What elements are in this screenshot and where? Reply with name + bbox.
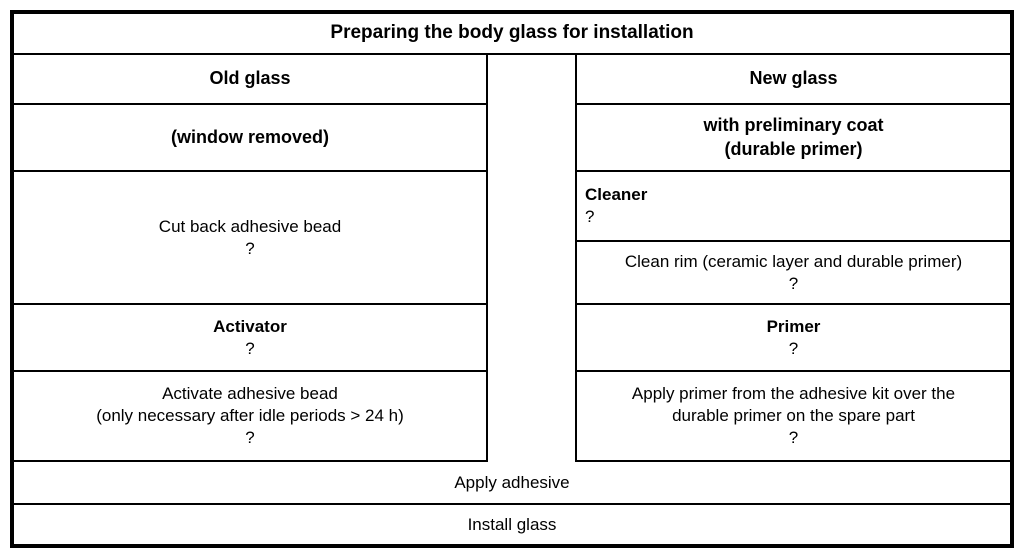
step-activate-adhesive-bead-line1: Activate adhesive bead bbox=[162, 384, 338, 404]
column-subtitle-new-glass: with preliminary coat (durable primer) bbox=[575, 105, 1010, 172]
column-header-old-glass-label: Old glass bbox=[209, 68, 291, 89]
step-primer-marker: ? bbox=[788, 338, 799, 358]
column-header-old-glass: Old glass bbox=[14, 55, 488, 105]
step-clean-rim[interactable]: Clean rim (ceramic layer and durable pri… bbox=[575, 242, 1010, 305]
step-cut-back-adhesive-bead-marker: ? bbox=[245, 238, 255, 258]
step-apply-primer-line2: durable primer on the spare part bbox=[672, 406, 915, 426]
step-apply-primer[interactable]: Apply primer from the adhesive kit over … bbox=[575, 372, 1010, 462]
step-cleaner-marker: ? bbox=[585, 207, 595, 226]
diagram-frame: Preparing the body glass for installatio… bbox=[10, 10, 1014, 548]
step-clean-rim-marker: ? bbox=[788, 273, 799, 293]
column-subtitle-new-glass-line1: with preliminary coat bbox=[703, 115, 884, 136]
step-install-glass-text: Install glass bbox=[467, 514, 557, 534]
column-header-new-glass: New glass bbox=[575, 55, 1010, 105]
column-subtitle-old-glass-label: (window removed) bbox=[170, 126, 329, 147]
column-subtitle-new-glass-line2: (durable primer) bbox=[724, 138, 863, 159]
step-activate-adhesive-bead-line2: (only necessary after idle periods > 24 … bbox=[96, 406, 404, 426]
step-activate-adhesive-bead[interactable]: Activate adhesive bead (only necessary a… bbox=[14, 372, 488, 462]
column-header-new-glass-label: New glass bbox=[749, 68, 838, 89]
diagram-title-cell: Preparing the body glass for installatio… bbox=[14, 14, 1010, 55]
step-cut-back-adhesive-bead-text: Cut back adhesive bead bbox=[158, 216, 342, 236]
step-activator-text: Activator bbox=[213, 316, 287, 336]
step-apply-adhesive[interactable]: Apply adhesive bbox=[14, 462, 1010, 505]
step-apply-primer-marker: ? bbox=[788, 427, 799, 447]
step-primer-text: Primer bbox=[766, 316, 821, 336]
step-activator[interactable]: Activator ? bbox=[14, 305, 488, 372]
step-apply-primer-line1: Apply primer from the adhesive kit over … bbox=[631, 384, 956, 404]
step-apply-adhesive-text: Apply adhesive bbox=[454, 472, 570, 492]
step-activate-adhesive-bead-marker: ? bbox=[245, 427, 255, 447]
column-subtitle-old-glass: (window removed) bbox=[14, 105, 488, 172]
center-spacer-column bbox=[488, 55, 575, 464]
step-clean-rim-text: Clean rim (ceramic layer and durable pri… bbox=[624, 251, 963, 271]
step-cleaner-text: Cleaner bbox=[585, 185, 648, 205]
step-activator-marker: ? bbox=[245, 338, 255, 358]
step-cut-back-adhesive-bead[interactable]: Cut back adhesive bead ? bbox=[14, 172, 488, 305]
page-title: Preparing the body glass for installatio… bbox=[330, 22, 694, 44]
step-install-glass[interactable]: Install glass bbox=[14, 505, 1010, 544]
step-cleaner[interactable]: Cleaner ? bbox=[575, 172, 1010, 242]
step-primer[interactable]: Primer ? bbox=[575, 305, 1010, 372]
